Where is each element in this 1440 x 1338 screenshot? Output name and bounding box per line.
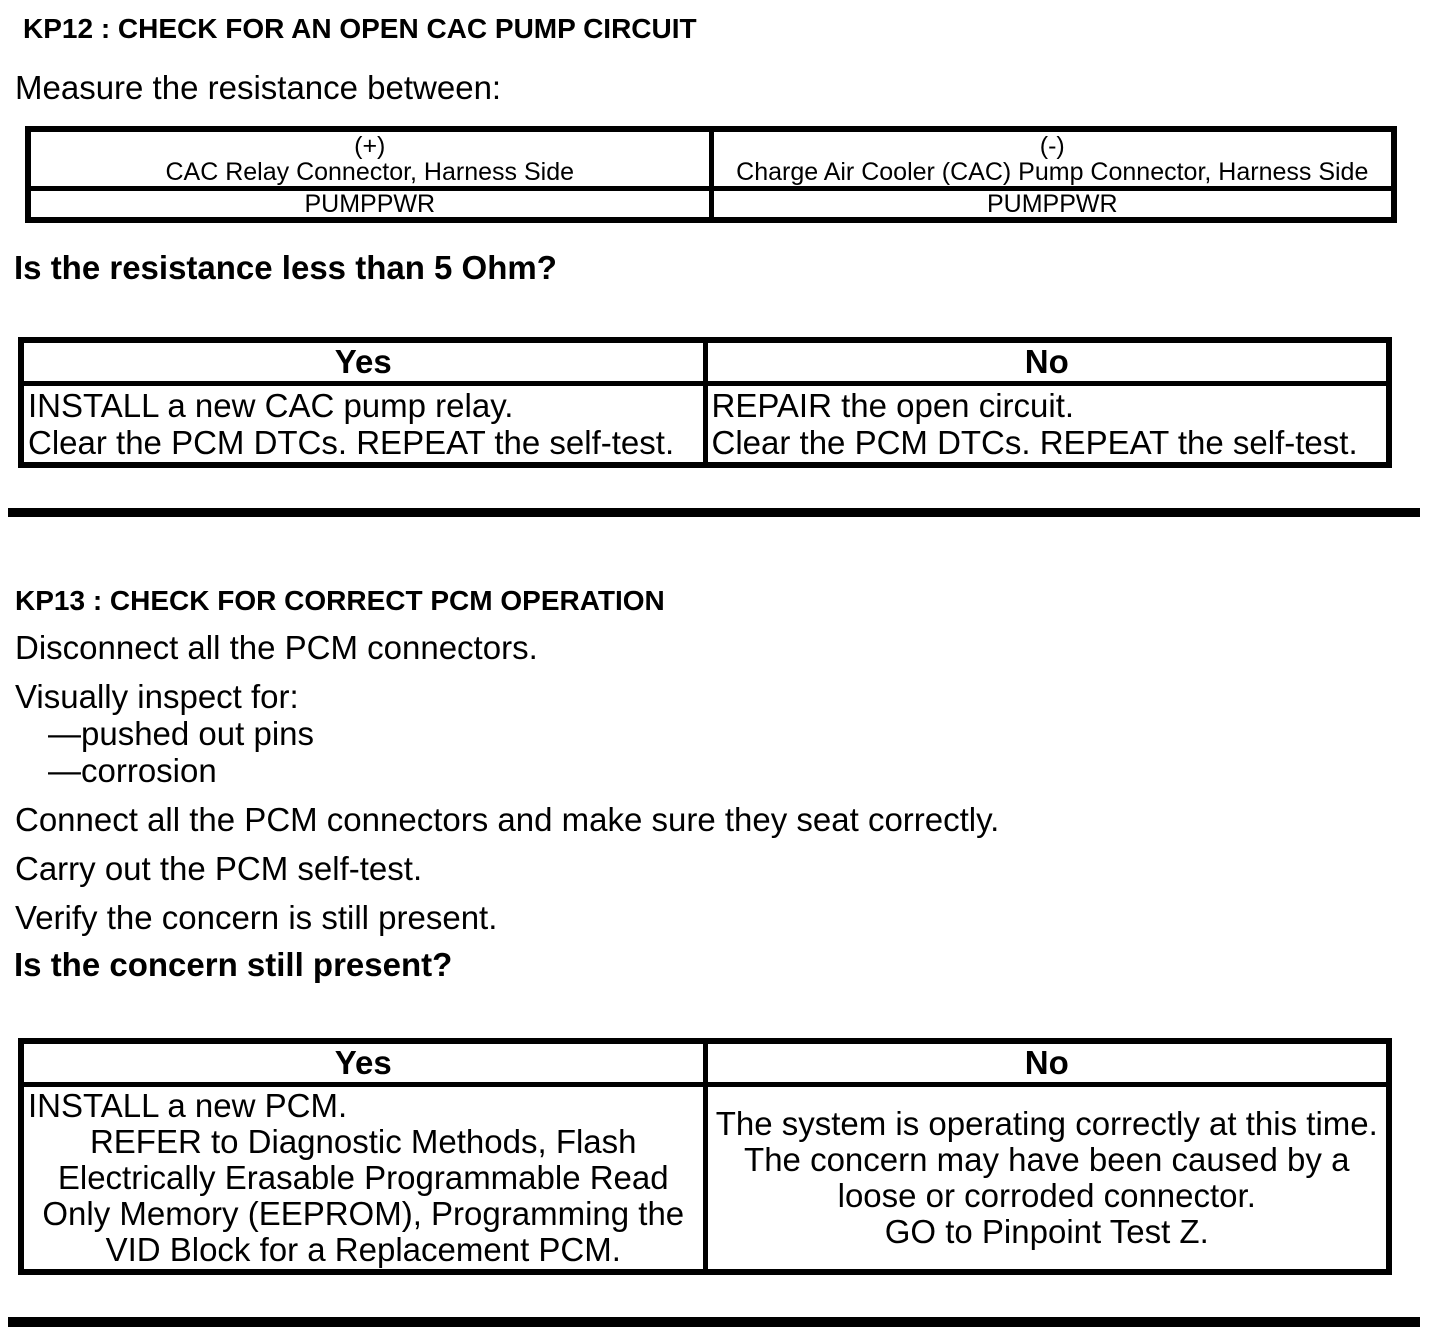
action-line: Electrically Erasable Programmable Read xyxy=(57,1159,669,1196)
kp12-question: Is the resistance less than 5 Ohm? xyxy=(14,249,557,286)
kp13-no-action-cell: The system is operating correctly at thi… xyxy=(702,1082,1392,1275)
decision-body-row: INSTALL a new PCM. REFER to Diagnostic M… xyxy=(18,1082,1392,1275)
kp13-step-verify: Verify the concern is still present. xyxy=(15,899,498,936)
kp12-step-heading: KP12 : CHECK FOR AN OPEN CAC PUMP CIRCUI… xyxy=(23,13,697,44)
decision-body-row: INSTALL a new CAC pump relay. Clear the … xyxy=(18,381,1392,468)
negative-polarity-label: (-) xyxy=(1039,132,1065,160)
action-line: The system is operating correctly at thi… xyxy=(715,1105,1378,1142)
yes-column-header: Yes xyxy=(18,337,708,386)
action-line: INSTALL a new CAC pump relay. xyxy=(28,387,514,424)
section-divider xyxy=(8,508,1420,517)
action-line: Clear the PCM DTCs. REPEAT the self-test… xyxy=(711,424,1358,461)
action-line: The concern may have been caused by a xyxy=(744,1141,1350,1178)
page-bottom-divider xyxy=(8,1317,1420,1327)
negative-connector-cell: (-) Charge Air Cooler (CAC) Pump Connect… xyxy=(708,126,1397,191)
positive-connector-cell: (+) CAC Relay Connector, Harness Side xyxy=(25,126,714,191)
kp12-no-action-cell: REPAIR the open circuit. Clear the PCM D… xyxy=(702,381,1392,468)
kp13-step-inspect: Visually inspect for: xyxy=(15,678,299,715)
kp13-question: Is the concern still present? xyxy=(14,946,453,983)
action-line: GO to Pinpoint Test Z. xyxy=(884,1213,1209,1250)
action-line: INSTALL a new PCM. xyxy=(28,1087,348,1124)
inspect-item: —pushed out pins xyxy=(48,715,315,752)
kp12-decision-table: Yes No INSTALL a new CAC pump relay. Cle… xyxy=(18,337,1392,468)
decision-header-row: Yes No xyxy=(18,1038,1392,1087)
positive-polarity-label: (+) xyxy=(354,132,386,160)
positive-connector-label: CAC Relay Connector, Harness Side xyxy=(165,158,575,186)
positive-pin-cell: PUMPPWR xyxy=(25,186,714,223)
kp12-instruction: Measure the resistance between: xyxy=(15,69,502,106)
no-column-header: No xyxy=(702,337,1392,386)
yes-column-header: Yes xyxy=(18,1038,708,1087)
no-column-header: No xyxy=(702,1038,1392,1087)
action-line: Only Memory (EEPROM), Programming the xyxy=(42,1195,685,1232)
kp12-measurement-table: (+) CAC Relay Connector, Harness Side (-… xyxy=(25,126,1397,223)
action-line: VID Block for a Replacement PCM. xyxy=(105,1231,621,1268)
decision-header-row: Yes No xyxy=(18,337,1392,386)
kp13-step-selftest: Carry out the PCM self-test. xyxy=(15,850,423,887)
measurement-pin-row: PUMPPWR PUMPPWR xyxy=(25,186,1397,223)
kp13-yes-action-cell: INSTALL a new PCM. REFER to Diagnostic M… xyxy=(18,1082,708,1275)
kp13-step-inspect-block: Visually inspect for: —pushed out pins —… xyxy=(15,678,1440,789)
kp13-step-heading: KP13 : CHECK FOR CORRECT PCM OPERATION xyxy=(15,585,665,616)
action-line: REFER to Diagnostic Methods, Flash xyxy=(89,1123,637,1160)
action-line: REPAIR the open circuit. xyxy=(711,387,1075,424)
action-line: Clear the PCM DTCs. REPEAT the self-test… xyxy=(28,424,675,461)
negative-connector-label: Charge Air Cooler (CAC) Pump Connector, … xyxy=(736,158,1369,186)
kp12-yes-action-cell: INSTALL a new CAC pump relay. Clear the … xyxy=(18,381,708,468)
measurement-header-row: (+) CAC Relay Connector, Harness Side (-… xyxy=(25,126,1397,191)
inspect-item: —corrosion xyxy=(48,752,217,789)
action-line: loose or corroded connector. xyxy=(837,1177,1256,1214)
kp13-decision-table: Yes No INSTALL a new PCM. REFER to Diagn… xyxy=(18,1038,1392,1275)
kp13-step-connect: Connect all the PCM connectors and make … xyxy=(15,801,1000,838)
kp13-step-disconnect: Disconnect all the PCM connectors. xyxy=(15,629,538,666)
negative-pin-cell: PUMPPWR xyxy=(708,186,1397,223)
